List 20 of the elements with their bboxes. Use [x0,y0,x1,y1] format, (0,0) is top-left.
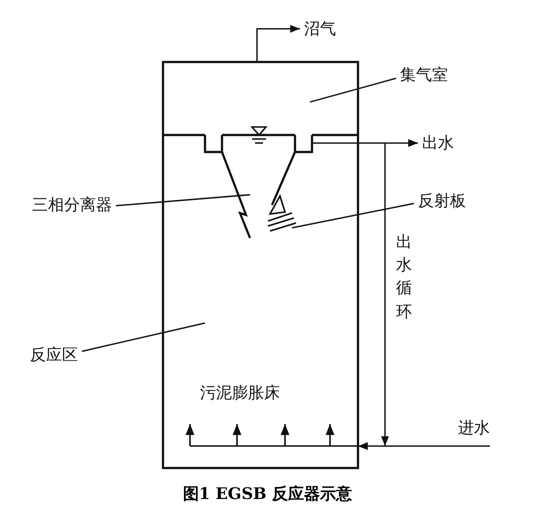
leader-line [116,194,250,206]
part-label: 三相分离器 [32,196,112,214]
flow-arrow [312,139,418,147]
leader-line [292,202,414,229]
flow-label: 出水循环 [396,231,413,323]
three-phase-separator [204,134,314,240]
part-label: 反射板 [418,192,466,210]
flow-arrow [256,24,300,62]
part-label: 集气室 [400,66,448,84]
figure-caption: 图1 EGSB 反应器示意 [182,484,354,505]
part-label: 出水 [422,134,454,152]
flow-arrow [358,442,490,450]
part-label: 进水 [458,419,490,437]
reflector-plate [267,194,297,232]
part-label: 沼气 [304,20,336,38]
part-label: 反应区 [30,346,78,364]
leader-line [310,78,396,103]
leader-line [82,322,206,352]
zone-label: 污泥膨胀床 [200,384,280,402]
reactor-vessel [162,60,360,470]
